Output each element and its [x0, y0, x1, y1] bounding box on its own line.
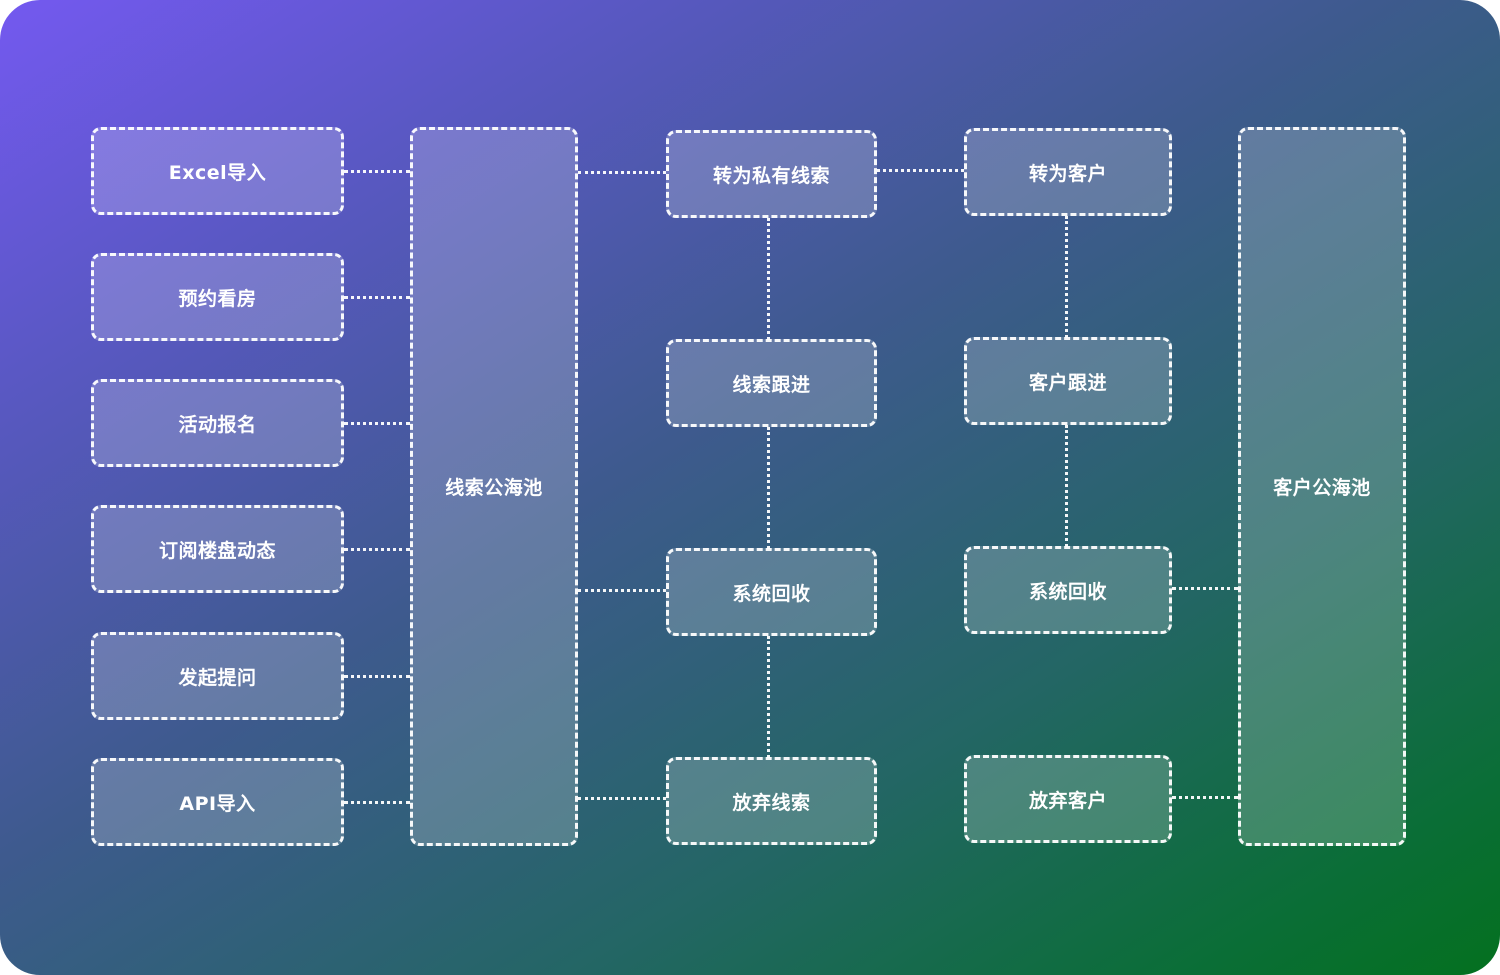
connector-source-5	[344, 675, 410, 678]
source-viewing-appointment: 预约看房	[91, 253, 344, 341]
customer-flow-follow-up: 客户跟进	[964, 337, 1172, 425]
connector-source-1	[344, 170, 410, 173]
lead-public-pool: 线索公海池	[410, 127, 578, 846]
lead-flow-abandon: 放弃线索	[666, 757, 877, 845]
lead-flow-follow-up: 线索跟进	[666, 339, 877, 427]
customer-flow-abandon: 放弃客户	[964, 755, 1172, 843]
connector-source-2	[344, 296, 410, 299]
lead-flow-system-recycle: 系统回收	[666, 548, 877, 636]
connector-source-3	[344, 422, 410, 425]
connector-pool-private	[578, 171, 666, 174]
connector-customer-flow-2	[1065, 425, 1068, 547]
customer-public-pool: 客户公海池	[1238, 127, 1406, 846]
connector-source-4	[344, 548, 410, 551]
connector-customer-flow-1	[1065, 216, 1068, 338]
lead-flow-convert-private: 转为私有线索	[666, 130, 877, 218]
connector-lead-flow-2	[767, 427, 770, 549]
customer-flow-system-recycle: 系统回收	[964, 546, 1172, 634]
customer-flow-convert: 转为客户	[964, 128, 1172, 216]
source-excel-import: Excel导入	[91, 127, 344, 215]
connector-pool-recycle	[578, 589, 666, 592]
connector-pool-abandon	[578, 797, 666, 800]
source-property-subscription: 订阅楼盘动态	[91, 505, 344, 593]
connector-abandon-customer-pool	[1172, 796, 1238, 799]
source-ask-question: 发起提问	[91, 632, 344, 720]
source-event-signup: 活动报名	[91, 379, 344, 467]
connector-source-6	[344, 801, 410, 804]
source-api-import: API导入	[91, 758, 344, 846]
connector-recycle-customer-pool	[1172, 587, 1238, 590]
connector-lead-flow-1	[767, 218, 770, 340]
connector-lead-flow-3	[767, 636, 770, 758]
connector-private-customer	[877, 169, 964, 172]
